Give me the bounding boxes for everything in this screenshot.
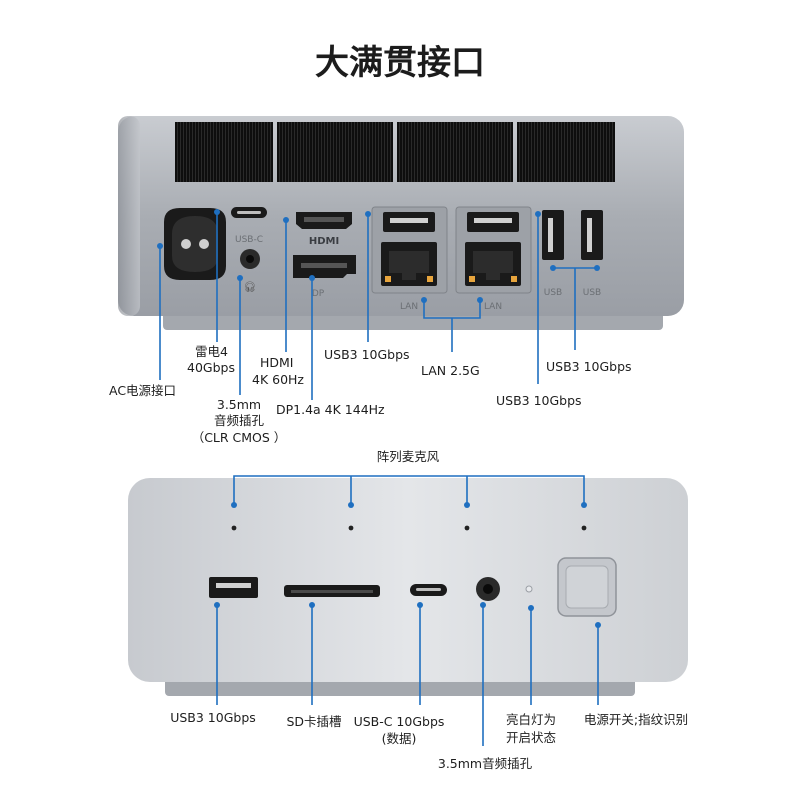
label-hdmi-1: HDMI bbox=[260, 355, 294, 370]
label-usb3-rear-a: USB3 10Gbps bbox=[324, 347, 410, 362]
usb-a-tongue bbox=[216, 583, 251, 588]
label-ac-power: AC电源接口 bbox=[109, 383, 176, 398]
mic-hole bbox=[581, 525, 587, 531]
page-title: 大满贯接口 bbox=[315, 43, 485, 83]
label-hdmi-2: 4K 60Hz bbox=[252, 372, 304, 387]
label-led-2: 开启状态 bbox=[506, 730, 556, 745]
rear-panel: USB-C 🎧︎ HDMI DP LAN bbox=[118, 116, 684, 330]
dp-marking: DP bbox=[312, 289, 325, 299]
vent-grille bbox=[517, 122, 615, 182]
usbc-tongue bbox=[416, 588, 441, 591]
audio-jack-hole bbox=[246, 255, 254, 263]
usbc-marking: USB-C bbox=[235, 235, 263, 245]
vent-grille bbox=[397, 122, 513, 182]
headphone-icon: 🎧︎ bbox=[244, 281, 257, 293]
label-usbc-front-1: USB-C 10Gbps bbox=[354, 714, 445, 729]
label-mic-array: 阵列麦克风 bbox=[377, 449, 440, 464]
label-power-fingerprint: 电源开关;指纹识别 bbox=[584, 712, 688, 727]
mic-hole bbox=[464, 525, 470, 531]
vent-grille bbox=[175, 122, 273, 182]
label-displayport: DP1.4a 4K 144Hz bbox=[276, 402, 385, 417]
label-thunderbolt-1: 雷电4 bbox=[195, 344, 228, 359]
label-led-1: 亮白灯为 bbox=[506, 712, 556, 727]
label-audio-front: 3.5mm音频插孔 bbox=[438, 756, 533, 771]
label-audio-1: 3.5mm bbox=[217, 397, 261, 412]
power-led bbox=[525, 585, 533, 593]
mic-hole bbox=[348, 525, 354, 531]
label-usbc-front-2: (数据) bbox=[382, 731, 417, 746]
label-lan: LAN 2.5G bbox=[421, 363, 480, 378]
label-usb3-front: USB3 10Gbps bbox=[170, 710, 256, 725]
usb2-marking: USB bbox=[583, 288, 601, 298]
lan1-marking: LAN bbox=[400, 302, 418, 312]
usb-a-tongue bbox=[587, 218, 592, 252]
front-panel bbox=[128, 478, 688, 696]
usb-lan-combo-1 bbox=[371, 206, 448, 294]
label-usb3-rear-b: USB3 10Gbps bbox=[496, 393, 582, 408]
usbc-tongue bbox=[237, 211, 261, 214]
front-callout-lines bbox=[214, 475, 601, 746]
label-audio-3: （CLR CMOS ） bbox=[192, 430, 287, 445]
mic-hole bbox=[231, 525, 237, 531]
usb-lan-combo-2 bbox=[455, 206, 532, 294]
label-usb3-rear-c: USB3 10Gbps bbox=[546, 359, 632, 374]
lan2-marking: LAN bbox=[484, 302, 502, 312]
ac-power-port bbox=[164, 208, 226, 280]
label-sd-slot: SD卡插槽 bbox=[286, 714, 341, 729]
hdmi-pins bbox=[304, 217, 344, 222]
usb1-marking: USB bbox=[544, 288, 562, 298]
dp-pins bbox=[301, 263, 347, 268]
audio-jack-hole bbox=[483, 584, 493, 594]
label-audio-2: 音频插孔 bbox=[214, 413, 265, 428]
label-thunderbolt-2: 40Gbps bbox=[187, 360, 235, 375]
rear-side-edge bbox=[118, 116, 140, 316]
hdmi-logo: HDMI bbox=[309, 236, 339, 247]
usb-a-tongue bbox=[548, 218, 553, 252]
sd-slot-inner bbox=[291, 590, 373, 593]
vent-grille bbox=[277, 122, 393, 182]
rear-callout-lines bbox=[157, 209, 600, 400]
front-chassis bbox=[128, 478, 688, 682]
fingerprint-sensor-icon bbox=[565, 565, 609, 609]
